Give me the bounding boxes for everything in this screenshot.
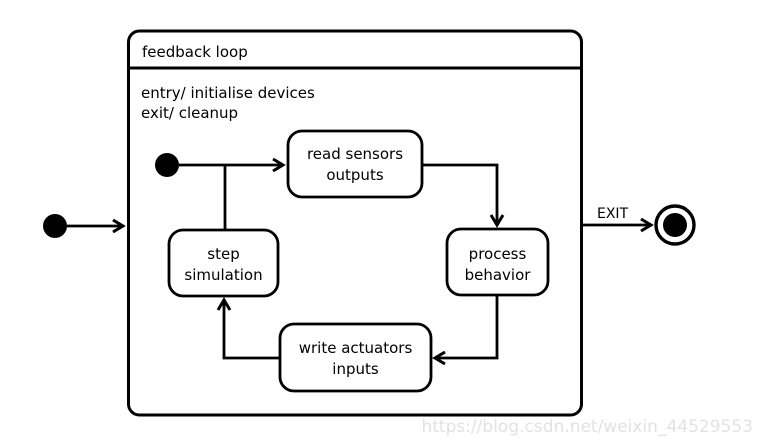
frame-title: feedback loop	[142, 43, 248, 61]
state-write-actuators-inputs: write actuators inputs	[278, 322, 433, 393]
exit-action-text: exit/ cleanup	[141, 104, 238, 122]
state-process-behavior: process behavior	[445, 227, 550, 297]
step-simulation-label-line2: simulation	[184, 266, 262, 284]
step-simulation-label-line1: step	[207, 245, 239, 263]
write-actuators-label-line1: write actuators	[299, 339, 413, 357]
feedback-loop-frame	[127, 29, 583, 417]
entry-action-text: entry/ initialise devices	[141, 84, 315, 102]
write-actuators-label-line2: inputs	[332, 360, 379, 378]
final-state-inner-dot	[663, 213, 687, 237]
state-step-simulation: step simulation	[167, 228, 280, 298]
read-sensors-label-line1: read sensors	[307, 145, 403, 163]
exit-transition-label: EXIT	[597, 206, 629, 222]
initial-state-inner	[155, 153, 179, 177]
initial-state-outer	[43, 214, 67, 238]
watermark: https://blog.csdn.net/weixin_44529553	[421, 417, 753, 437]
process-behavior-label-line1: process	[469, 245, 527, 263]
write-actuators-box	[278, 322, 433, 393]
step-simulation-box	[167, 228, 280, 298]
read-sensors-label-line2: outputs	[326, 166, 383, 184]
process-behavior-label-line2: behavior	[465, 266, 532, 284]
transition-write-to-step	[224, 300, 280, 360]
state-read-sensors-outputs: read sensors outputs	[286, 129, 424, 199]
transition-process-to-write	[435, 295, 499, 358]
final-state	[654, 204, 696, 246]
composite-state-feedback-loop: feedback loop entry/ initialise devices …	[127, 29, 583, 417]
transition-read-to-process	[422, 163, 497, 225]
read-sensors-box	[286, 129, 424, 199]
